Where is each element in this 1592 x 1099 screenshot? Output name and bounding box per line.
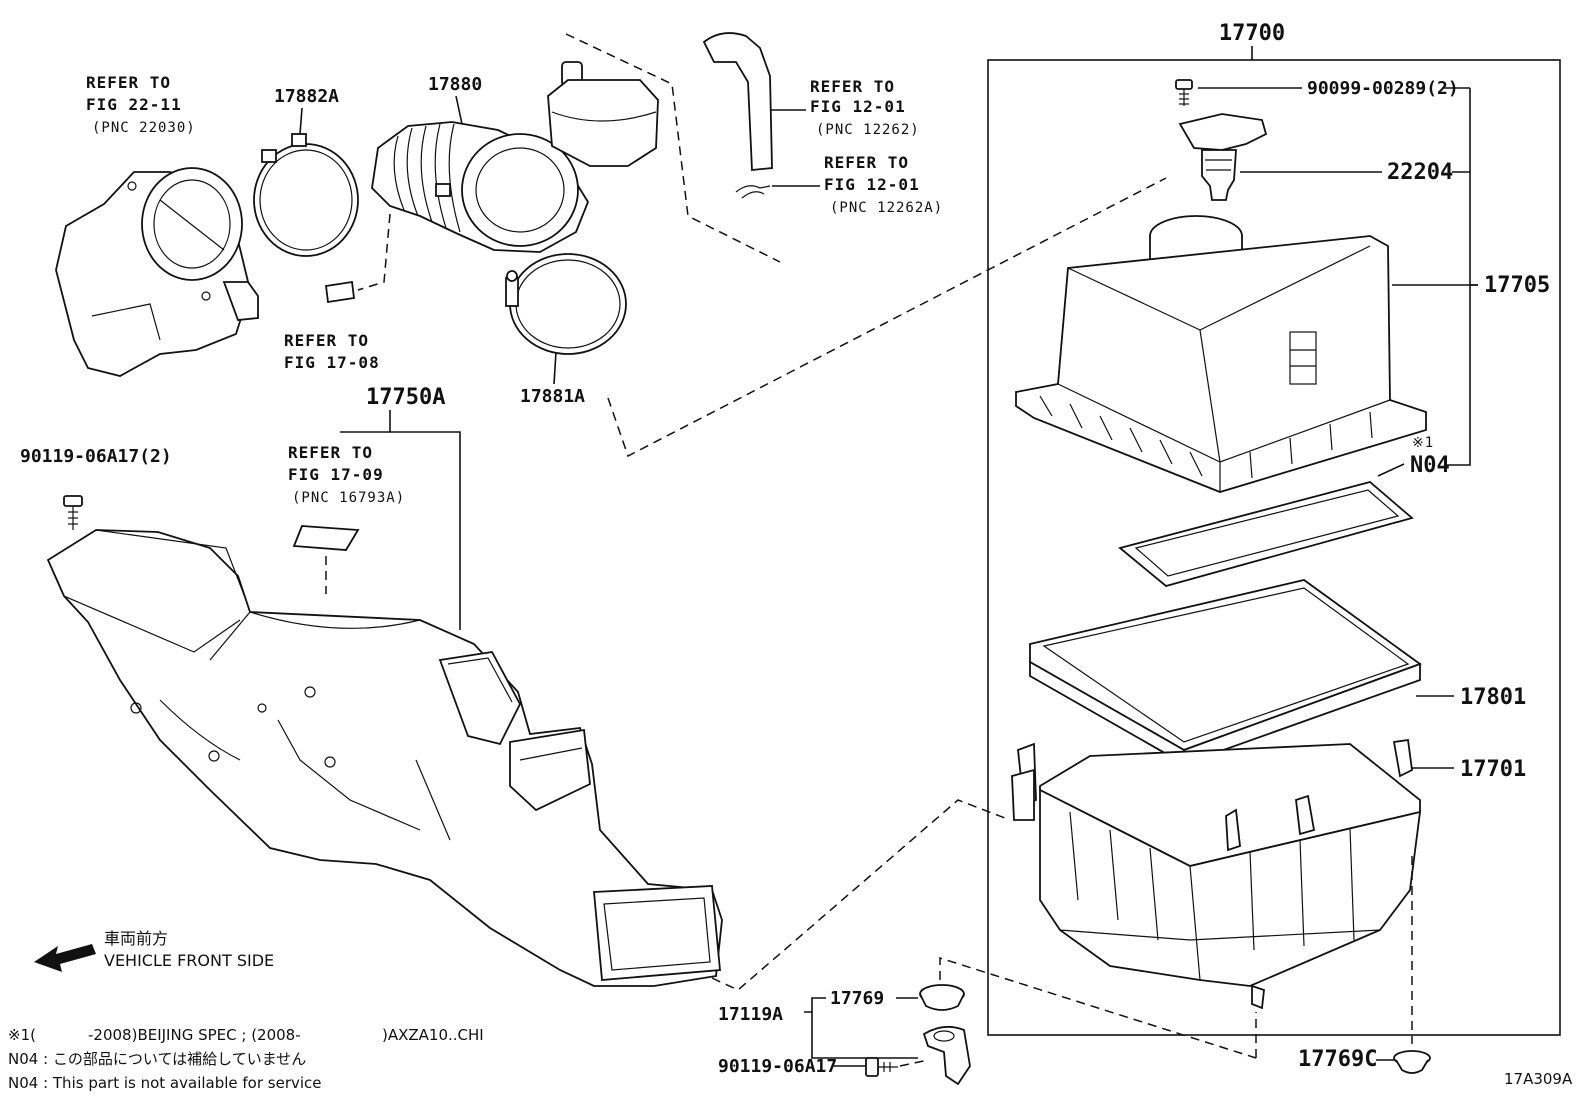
svg-text:車両前方: 車両前方 [104, 929, 168, 948]
label-17881a[interactable]: 17881A [520, 386, 585, 407]
hose-clip-part [735, 185, 771, 199]
label-90119-06a17-2[interactable]: 90119-06A17(2) [20, 446, 172, 467]
leader-17750a [389, 410, 461, 630]
note-1-b: )AXZA10..CHI [382, 1026, 484, 1044]
note-1-a: -2008)BEIJING SPEC ; (2008- [88, 1026, 301, 1044]
dash-inlet-to-cap [607, 177, 1167, 458]
assembly-17700-group: 17700 [987, 21, 1561, 1036]
bracket-17119a-part [922, 1025, 971, 1086]
dash-bolt-bottom [899, 1059, 929, 1067]
clamp-17882a-part [253, 133, 359, 257]
grommet-17769c-part [1393, 1050, 1431, 1074]
bolt-bottom-part [865, 1057, 898, 1077]
ref-clip[interactable]: REFER TO FIG 12-01 (PNC 12262A) [824, 153, 943, 216]
svg-text:REFER TO: REFER TO [284, 331, 369, 350]
direction-arrow-icon [34, 944, 96, 972]
leader-bracket-n04 [1446, 88, 1471, 466]
footnotes: ※1( -2008)BEIJING SPEC ; (2008- )AXZA10.… [8, 1026, 484, 1092]
svg-text:FIG 17-08: FIG 17-08 [284, 353, 380, 372]
label-17880[interactable]: 17880 [428, 74, 482, 95]
label-17882a[interactable]: 17882A [274, 86, 339, 107]
ref-label[interactable]: REFER TO FIG 17-09 (PNC 16793A) [288, 443, 405, 506]
label-sticker-part [292, 525, 360, 551]
assembly-frame [987, 59, 1561, 1036]
svg-text:(PNC 22030): (PNC 22030) [92, 120, 196, 136]
ref-hose-top[interactable]: REFER TO FIG 12-01 (PNC 12262) [810, 77, 920, 138]
label-17769c[interactable]: 17769C [1298, 1047, 1377, 1072]
svg-text:FIG 17-09: FIG 17-09 [288, 465, 384, 484]
cap-17705-part [1015, 215, 1427, 493]
vehicle-front-direction: 車両前方 VEHICLE FRONT SIDE [34, 929, 274, 972]
grommet-17769-part [919, 984, 965, 1011]
clamp-17881a-part [505, 253, 627, 355]
ref-throttle[interactable]: REFER TO FIG 22-11 (PNC 22030) [86, 73, 196, 136]
resonator-part [547, 61, 659, 167]
throttle-body-part [55, 167, 259, 377]
label-17750a[interactable]: 17750A [366, 385, 445, 410]
leader-17119a-upper [804, 997, 826, 1013]
label-17119a[interactable]: 17119A [718, 1004, 783, 1025]
note-2: N04 : この部品については補給していません [8, 1050, 306, 1068]
bolt-left-part [63, 495, 83, 530]
case-17701-part [1011, 738, 1422, 1010]
svg-text:(PNC 12262): (PNC 12262) [816, 122, 920, 138]
dash-duct-to-case [711, 799, 1011, 991]
svg-text:REFER TO: REFER TO [824, 153, 909, 172]
svg-text:(PNC 12262A): (PNC 12262A) [830, 200, 943, 216]
dash-grommet-to-case [939, 956, 1257, 1059]
svg-text:REFER TO: REFER TO [810, 77, 895, 96]
dash-hose-region [565, 33, 781, 263]
sensor-group: 90099-00289(2) 22204 [1175, 78, 1470, 201]
label-17701[interactable]: 17701 [1460, 757, 1526, 782]
svg-text:VEHICLE FRONT SIDE: VEHICLE FRONT SIDE [104, 951, 274, 970]
figure-id: 17A309A [1504, 1070, 1573, 1088]
svg-text:FIG 12-01: FIG 12-01 [810, 97, 906, 116]
sensor-22204-part [1178, 113, 1268, 201]
label-17700[interactable]: 17700 [1219, 21, 1285, 46]
label-n04[interactable]: N04 [1410, 453, 1450, 478]
note-3: N04 : This part is not available for ser… [8, 1074, 322, 1092]
dash-pipe [357, 213, 391, 291]
gasket-n04-part [1118, 481, 1414, 587]
ref-pipe[interactable]: REFER TO FIG 17-08 [284, 331, 380, 372]
breather-hose-part [702, 32, 773, 171]
label-17705[interactable]: 17705 [1484, 273, 1550, 298]
svg-text:FIG 22-11: FIG 22-11 [86, 95, 182, 114]
label-17801[interactable]: 17801 [1460, 685, 1526, 710]
pipe-part [324, 280, 356, 304]
label-mark1: ※1 [1412, 435, 1434, 451]
inlet-duct-17750a-part [46, 529, 723, 987]
svg-text:REFER TO: REFER TO [288, 443, 373, 462]
bolt-top-part [1175, 79, 1193, 106]
leader-17119a-lower [811, 1012, 918, 1059]
label-22204[interactable]: 22204 [1387, 160, 1453, 185]
svg-text:REFER TO: REFER TO [86, 73, 171, 92]
element-17801-part [1029, 579, 1422, 766]
label-90119-06a17[interactable]: 90119-06A17 [718, 1056, 837, 1077]
note-1-mark: ※1( [8, 1026, 36, 1044]
label-90099-00289[interactable]: 90099-00289(2) [1307, 78, 1459, 99]
label-17769[interactable]: 17769 [830, 988, 884, 1009]
svg-text:(PNC 16793A): (PNC 16793A) [292, 490, 405, 506]
svg-text:FIG 12-01: FIG 12-01 [824, 175, 920, 194]
hose-17880-part [371, 121, 590, 253]
